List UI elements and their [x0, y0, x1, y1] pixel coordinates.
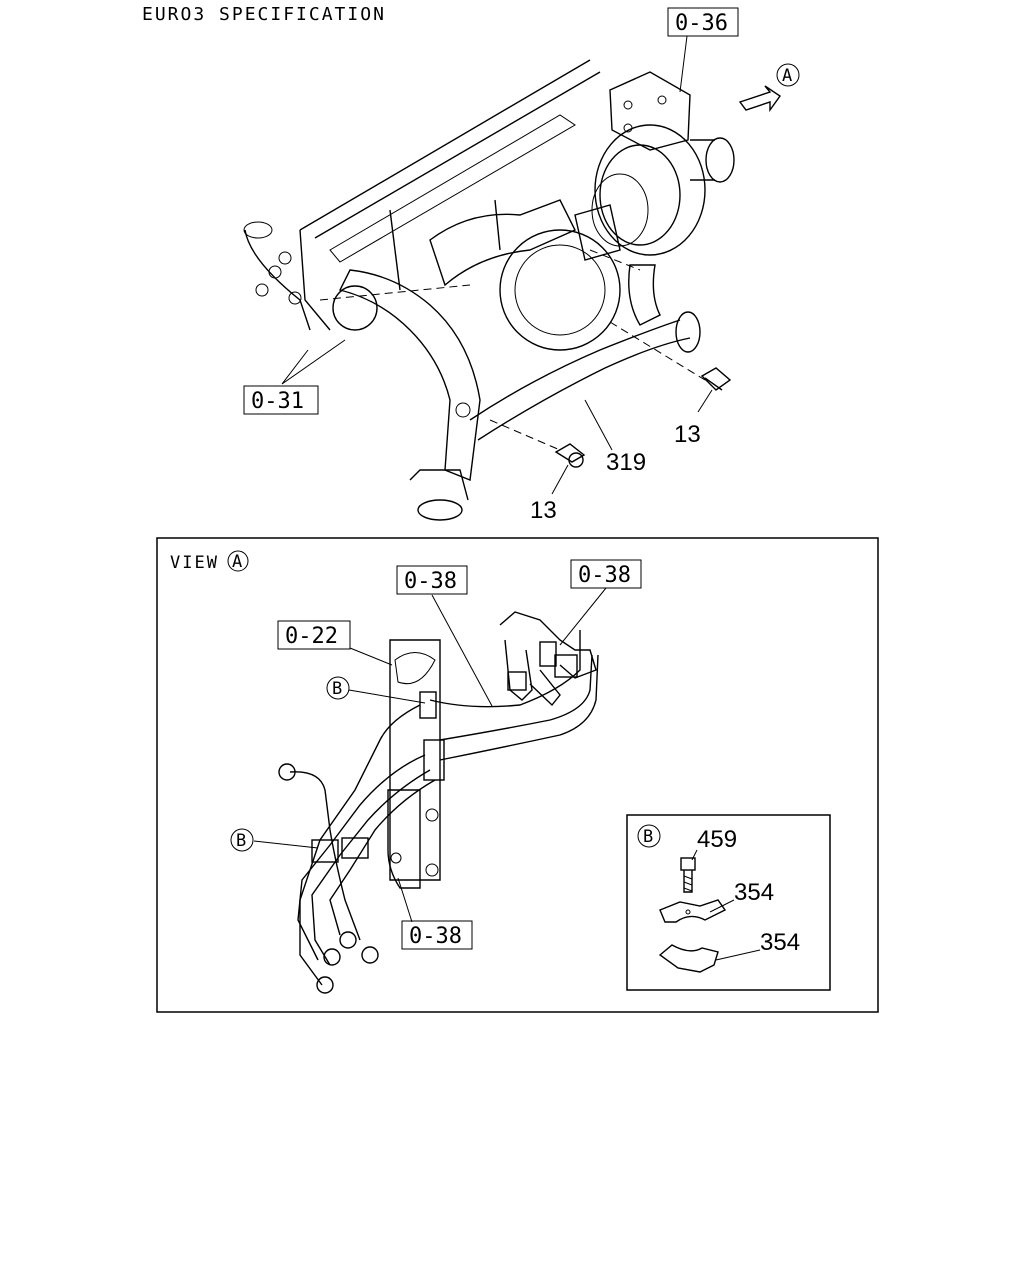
part-13-bottom-label: 13: [530, 497, 557, 524]
part-354-upper-label: 354: [734, 879, 774, 906]
marker-b-upper-label: B: [332, 679, 344, 699]
marker-b-upper-circle: [326, 676, 350, 700]
part-319-label: 319: [606, 449, 646, 476]
ref-box-0-38-top: [396, 565, 468, 595]
header-title: EURO3 SPECIFICATION: [142, 4, 386, 25]
ref-box-0-31: [243, 385, 319, 415]
part-354-lower-label: 354: [760, 929, 800, 956]
ref-0-38-top-label: 0-38: [404, 569, 457, 594]
ref-0-36-label: 0-36: [675, 11, 728, 36]
bolt-13-bottom: [554, 443, 586, 468]
ref-box-0-22: [277, 620, 351, 650]
ref-box-0-36: [667, 7, 739, 37]
part-459-label: 459: [697, 826, 737, 853]
marker-b-lower-label: B: [236, 831, 248, 851]
clamp-detail-illustration: [658, 857, 727, 973]
ref-box-0-38-right: [570, 559, 642, 589]
engine-illustration: [243, 59, 781, 521]
detail-b-marker-label: B: [643, 827, 655, 847]
view-a-marker-label: A: [232, 552, 244, 572]
detail-b-panel: [626, 814, 831, 991]
detail-b-marker-circle: [637, 824, 661, 848]
ref-0-38-right-label: 0-38: [578, 563, 631, 588]
ref-0-22-label: 0-22: [285, 624, 338, 649]
view-a-marker-circle: [227, 550, 249, 572]
view-marker-circle: [776, 63, 800, 87]
ref-box-0-38-bottom: [401, 920, 473, 950]
part-13-right-label: 13: [674, 421, 701, 448]
view-direction-arrow-icon: [738, 85, 781, 113]
view-a-title: VIEW: [170, 553, 219, 573]
ref-0-31-label: 0-31: [251, 389, 304, 414]
view-marker-label: A: [782, 66, 794, 86]
bolt-13-right: [700, 367, 732, 391]
pipe-assembly-illustration: [278, 611, 599, 994]
marker-b-lower-circle: [230, 828, 254, 852]
view-a-panel: [156, 537, 879, 1013]
ref-0-38-bottom-label: 0-38: [409, 924, 462, 949]
